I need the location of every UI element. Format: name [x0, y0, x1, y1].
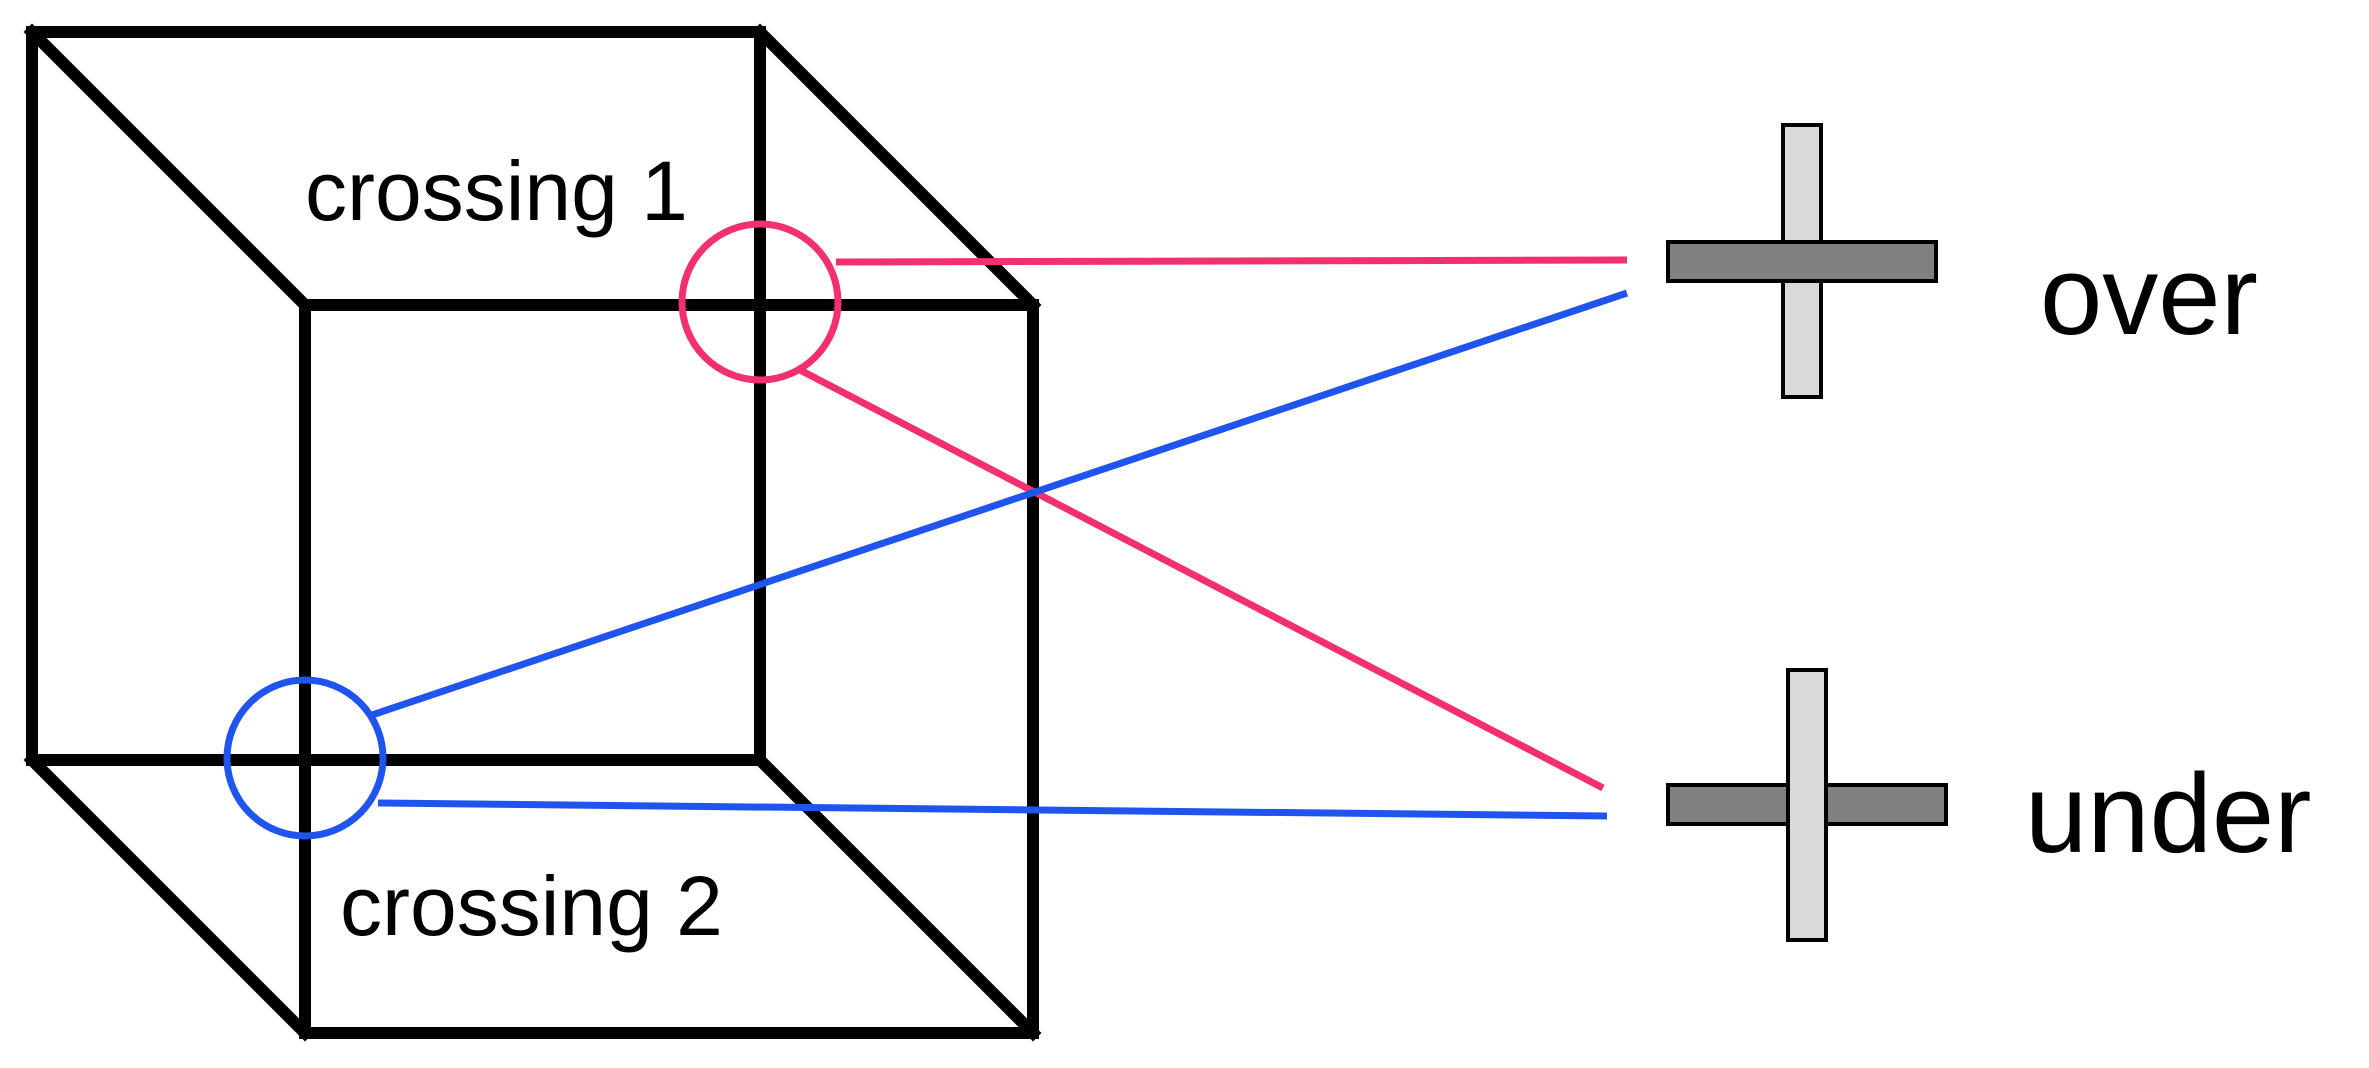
- crossing-1-circle: [678, 220, 842, 384]
- crossing-2-highlight: [223, 289, 1629, 840]
- cube-edge-bottom-right: [751, 751, 1042, 1042]
- crossing-2-leader-to-over: [370, 289, 1629, 719]
- crossing-1-leader-to-under: [798, 366, 1605, 792]
- under-crossing-symbol: [1666, 668, 1948, 942]
- over-label: over: [2040, 233, 2258, 358]
- cube-front-face: [299, 299, 1039, 1039]
- under-label: under: [2025, 751, 2311, 876]
- over-horizontal-bar: [1666, 240, 1938, 283]
- crossing-2-leader-to-under: [377, 799, 1608, 820]
- over-crossing-symbol: [1666, 123, 1938, 399]
- crossing-1-highlight: [678, 220, 1628, 792]
- under-vertical-bar: [1786, 668, 1828, 942]
- cube-edge-bottom-left: [23, 751, 314, 1042]
- crossing-1-label: crossing 1: [305, 144, 688, 238]
- cube-back-face: [26, 26, 766, 766]
- cube-edge-top-left: [23, 23, 314, 314]
- crossing-2-label: crossing 2: [340, 859, 723, 953]
- crossing-1-leader-to-over: [835, 256, 1628, 266]
- crossing-2-circle: [223, 676, 387, 840]
